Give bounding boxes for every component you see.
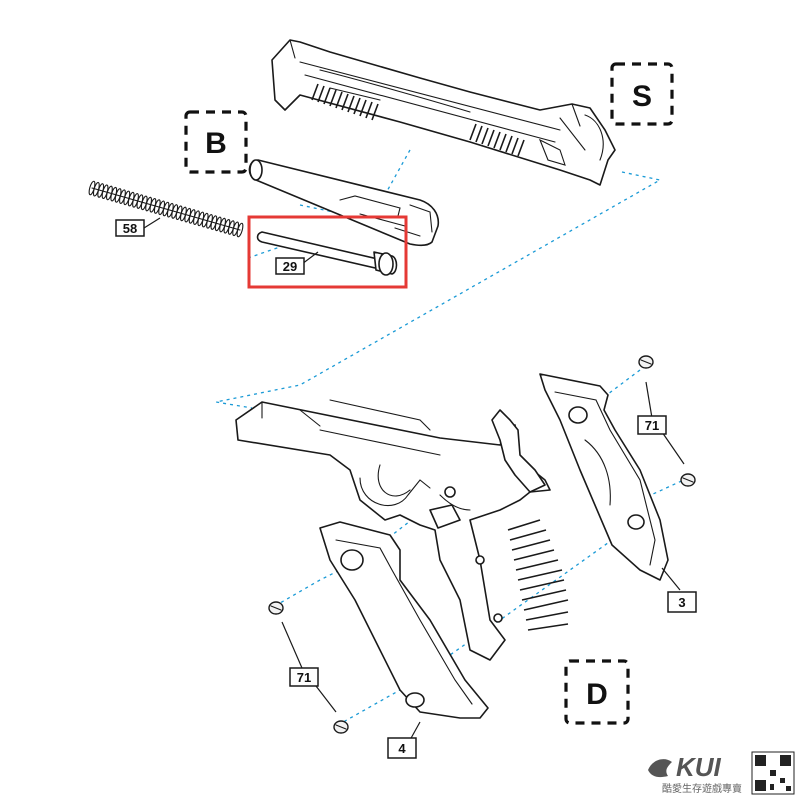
group-label-B: B <box>184 110 248 174</box>
recoil-spring-part <box>88 180 244 238</box>
callout-label: 3 <box>678 595 685 610</box>
slide-serrations-rear <box>311 83 379 121</box>
group-letter: S <box>632 80 652 113</box>
group-label-D: D <box>564 659 630 725</box>
spring-coil <box>236 222 244 238</box>
brand-watermark: KUI 酷愛生存遊戲專賣 <box>648 751 795 795</box>
callout-label: 71 <box>645 418 659 433</box>
callout-tag-71-left: 71 <box>289 667 319 687</box>
callout-tag-29: 29 <box>275 257 305 275</box>
callout-tag-71-right: 71 <box>637 415 667 435</box>
highlight-box <box>247 215 408 289</box>
brand-logo-icon <box>648 759 672 778</box>
slide-serrations-front <box>469 123 525 157</box>
callout-tag-4: 4 <box>387 737 417 759</box>
slide-part <box>271 39 616 186</box>
brand-tagline: 酷愛生存遊戲專賣 <box>662 782 742 795</box>
callout-label: 58 <box>123 221 137 236</box>
frame-part <box>235 399 551 661</box>
callout-label: 29 <box>283 259 297 274</box>
group-letter: B <box>205 127 227 160</box>
callout-label: 4 <box>398 741 406 756</box>
grip-screw-lower-right <box>680 473 696 487</box>
grip-screw-upper-right <box>638 355 654 369</box>
callout-tag-58: 58 <box>115 219 145 237</box>
grip-screw-upper-left <box>268 601 284 615</box>
barrel-part <box>248 159 440 247</box>
grip-screw-lower-left <box>333 720 349 734</box>
grip-serrations <box>507 519 569 631</box>
group-label-S: S <box>610 62 674 126</box>
guide-rod-part <box>256 231 398 276</box>
left-grip-panel-part <box>319 521 489 719</box>
group-letter: D <box>586 678 608 711</box>
callout-tag-3: 3 <box>667 591 697 613</box>
right-grip-panel-part <box>539 373 669 581</box>
callout-label: 71 <box>297 670 311 685</box>
brand-name: KUI <box>676 752 722 782</box>
qr-code-icon <box>751 751 795 795</box>
